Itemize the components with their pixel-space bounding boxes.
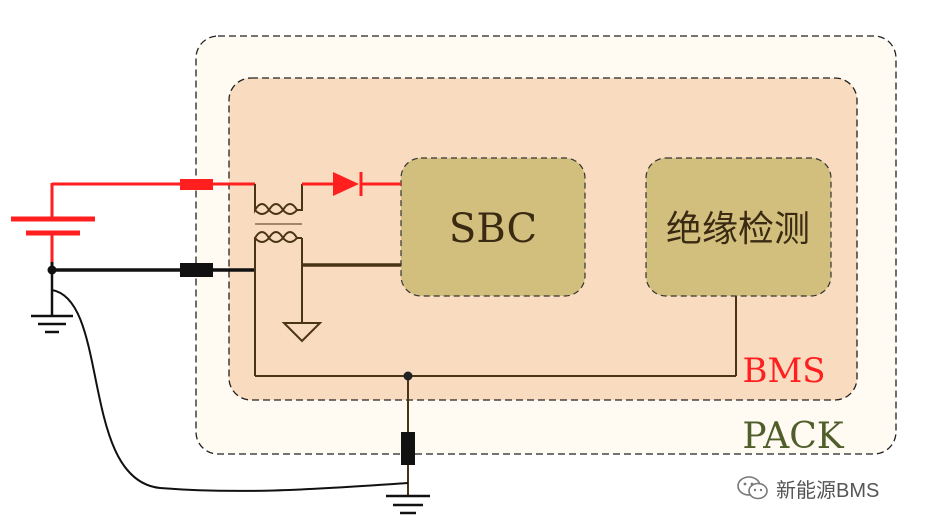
pack-label: PACK: [742, 416, 844, 457]
insulation-detection-label: 绝缘检测: [666, 209, 810, 250]
signal-ground-icon: [281, 322, 323, 343]
hv-positive-wire: [52, 179, 255, 190]
battery-symbol: [11, 183, 95, 262]
wechat-icon: [737, 476, 768, 500]
bms-label: BMS: [742, 351, 825, 391]
watermark: 新能源BMS: [736, 474, 879, 502]
sbc-block: [400, 157, 586, 297]
chassis-bond-wire: [51, 289, 409, 492]
insulation-detection-block: [645, 157, 832, 297]
negative-connector: [180, 263, 213, 277]
junction-dot: [403, 371, 413, 381]
watermark-text: 新能源BMS: [776, 479, 880, 502]
sbc-supply-wire: [281, 238, 401, 343]
chassis-ground-icon: [386, 494, 430, 515]
battery-ground-icon: [31, 270, 73, 334]
positive-connector: [180, 179, 213, 190]
diode-branch: [302, 172, 401, 196]
diode-icon: [333, 172, 359, 196]
hv-negative-wire: [47, 262, 255, 277]
ground-resistor-icon: [401, 432, 415, 465]
transformer-icon: [254, 184, 303, 270]
sbc-label: SBC: [449, 206, 537, 252]
